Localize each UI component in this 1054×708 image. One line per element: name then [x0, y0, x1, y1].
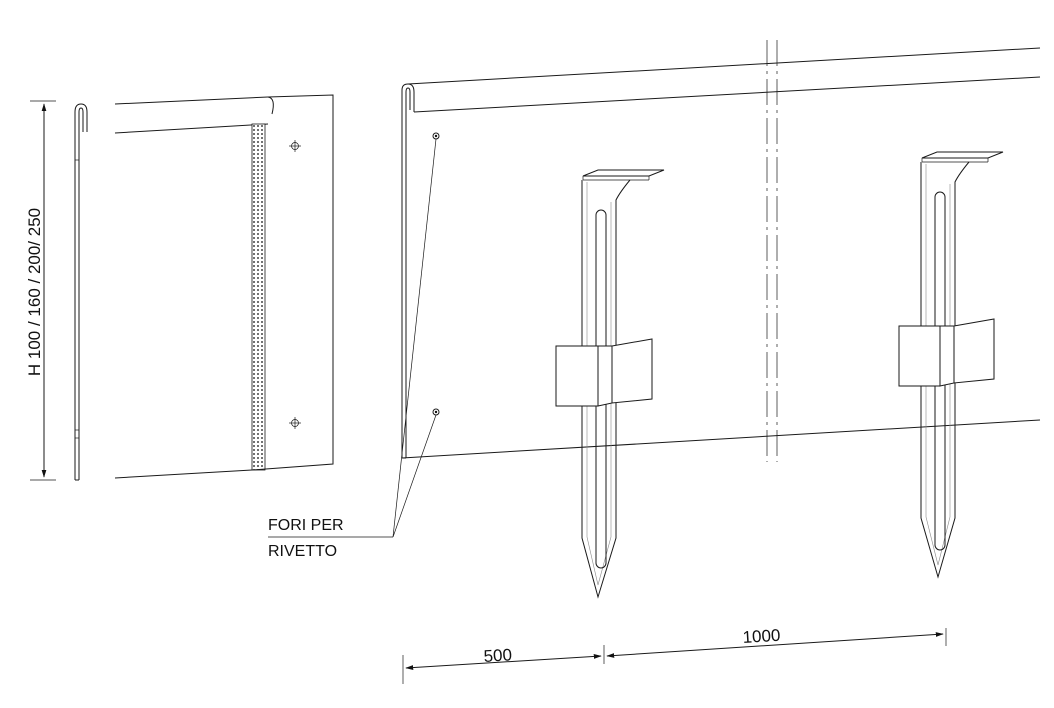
rivet-hole-marker-top	[289, 140, 301, 152]
edging-panel	[401, 47, 1041, 459]
rivet-note-line1: FORI PER	[268, 517, 344, 534]
spacing-dimensions: 500 1000	[402, 626, 947, 684]
rivet-note-leader	[268, 138, 437, 538]
dim-label-1000: 1000	[742, 626, 781, 647]
overlap-joint-view	[114, 94, 334, 479]
height-dimension: H 100 / 160 / 200/ 250	[25, 100, 56, 481]
height-dimension-label: H 100 / 160 / 200/ 250	[25, 208, 44, 376]
rivet-note-line2: RIVETTO	[268, 543, 337, 560]
dim-label-500: 500	[483, 645, 512, 666]
break-line	[766, 40, 778, 462]
edging-section-profile	[74, 103, 88, 481]
rivet-hole-lower	[432, 408, 440, 416]
rivet-hole-upper	[432, 132, 440, 140]
rivet-hole-marker-bottom	[289, 417, 301, 429]
ground-stake-1	[555, 169, 665, 599]
ground-stake-2	[898, 151, 1004, 579]
